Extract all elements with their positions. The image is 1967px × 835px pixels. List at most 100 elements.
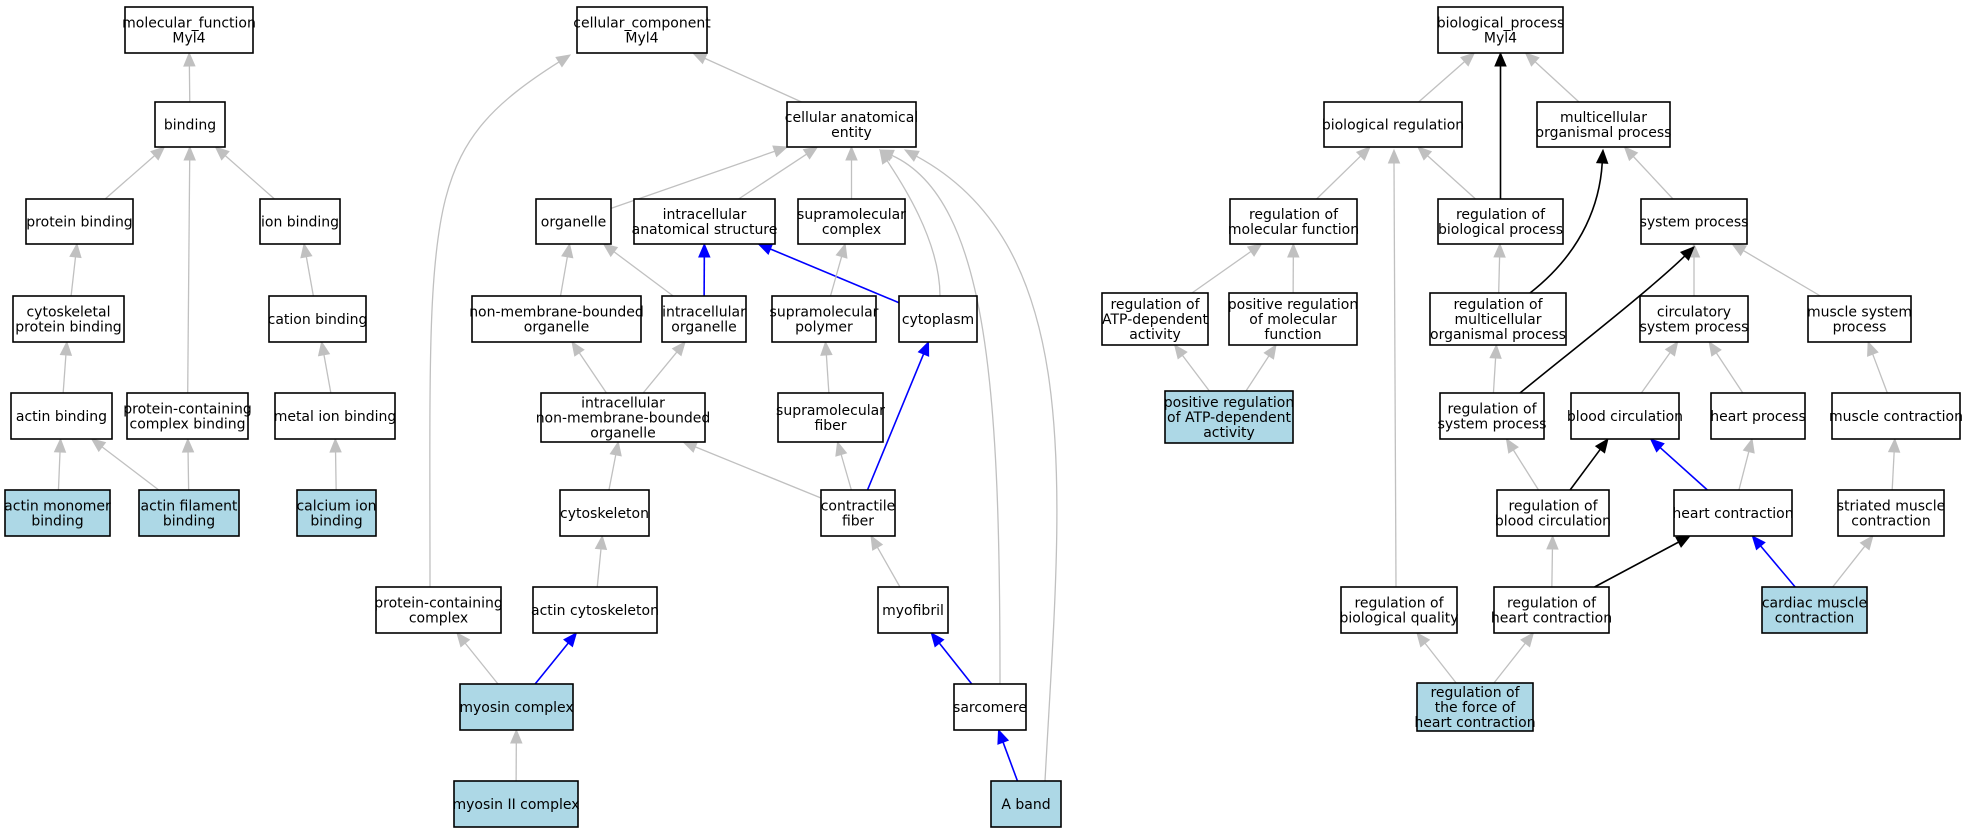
go-term-node-myosin_ii_complex[interactable]: myosin II complex bbox=[452, 780, 580, 828]
term-box[interactable] bbox=[1229, 198, 1358, 245]
term-box[interactable] bbox=[797, 198, 906, 245]
term-box[interactable] bbox=[375, 586, 502, 634]
term-box[interactable] bbox=[1807, 295, 1912, 343]
term-box[interactable] bbox=[1437, 6, 1564, 54]
go-term-node-system_process[interactable]: system process bbox=[1640, 198, 1749, 245]
term-box[interactable] bbox=[1639, 295, 1749, 343]
go-term-node-blood_circulation[interactable]: blood circulation bbox=[1567, 392, 1683, 440]
go-term-node-heart_process[interactable]: heart process bbox=[1710, 392, 1806, 440]
term-box[interactable] bbox=[777, 392, 884, 443]
go-term-node-sarcomere[interactable]: sarcomere bbox=[953, 683, 1027, 731]
go-term-node-cation_binding[interactable]: cation binding bbox=[268, 295, 368, 343]
term-box[interactable] bbox=[532, 586, 658, 634]
term-box[interactable] bbox=[259, 198, 341, 245]
term-box[interactable] bbox=[1101, 292, 1209, 346]
term-box[interactable] bbox=[274, 392, 396, 440]
term-box[interactable] bbox=[154, 101, 226, 148]
annotated-term-box[interactable] bbox=[453, 780, 579, 828]
term-box[interactable] bbox=[1831, 392, 1961, 440]
go-term-node-intracellular_nmbo[interactable]: intracellularnon-membrane-boundedorganel… bbox=[536, 392, 711, 443]
go-term-node-metal_ion_binding[interactable]: metal ion binding bbox=[274, 392, 397, 440]
annotated-term-box[interactable] bbox=[1416, 682, 1534, 732]
term-box[interactable] bbox=[540, 392, 706, 443]
annotated-term-box[interactable] bbox=[990, 780, 1062, 828]
term-box[interactable] bbox=[1496, 489, 1610, 537]
term-box[interactable] bbox=[786, 101, 917, 148]
term-box[interactable] bbox=[898, 295, 978, 343]
term-box[interactable] bbox=[953, 683, 1027, 731]
annotated-term-box[interactable] bbox=[138, 489, 240, 537]
annotated-term-box[interactable] bbox=[1164, 390, 1294, 444]
term-box[interactable] bbox=[126, 392, 249, 440]
term-box[interactable] bbox=[1437, 198, 1564, 245]
go-term-node-biological_regulation[interactable]: biological regulation bbox=[1322, 101, 1464, 148]
term-box[interactable] bbox=[1439, 392, 1545, 440]
go-term-node-heart_contraction[interactable]: heart contraction bbox=[1672, 489, 1794, 537]
term-box[interactable] bbox=[559, 489, 650, 537]
term-box[interactable] bbox=[1429, 292, 1567, 346]
go-term-node-actin_binding[interactable]: actin binding bbox=[10, 392, 113, 440]
term-box[interactable] bbox=[1673, 489, 1793, 537]
term-box[interactable] bbox=[1340, 586, 1458, 634]
go-term-node-binding[interactable]: binding bbox=[154, 101, 226, 148]
term-box[interactable] bbox=[1710, 392, 1806, 440]
term-box[interactable] bbox=[535, 198, 612, 245]
go-term-node-protein_binding[interactable]: protein binding bbox=[25, 198, 134, 245]
annotated-term-box[interactable] bbox=[459, 683, 574, 731]
go-term-node-organelle[interactable]: organelle bbox=[535, 198, 612, 245]
term-box[interactable] bbox=[877, 586, 949, 634]
term-box[interactable] bbox=[1570, 392, 1680, 440]
term-box[interactable] bbox=[1228, 292, 1358, 346]
go-term-node-muscle_contraction[interactable]: muscle contraction bbox=[1829, 392, 1963, 440]
term-box[interactable] bbox=[661, 295, 747, 343]
term-box[interactable] bbox=[268, 295, 367, 343]
term-box[interactable] bbox=[1640, 198, 1748, 245]
annotated-term-box[interactable] bbox=[296, 489, 377, 537]
term-box[interactable] bbox=[471, 295, 642, 343]
go-term-node-myosin_complex[interactable]: myosin complex bbox=[459, 683, 574, 731]
term-box[interactable] bbox=[576, 6, 708, 54]
term-box[interactable] bbox=[1837, 489, 1945, 537]
term-box[interactable] bbox=[633, 198, 776, 245]
go-term-node-ion_binding[interactable]: ion binding bbox=[259, 198, 341, 245]
term-box[interactable] bbox=[1323, 101, 1463, 148]
go-term-node-actin_cytoskeleton[interactable]: actin cytoskeleton bbox=[531, 586, 659, 634]
term-box[interactable] bbox=[771, 295, 877, 343]
go-term-node-cytoskeleton[interactable]: cytoskeleton bbox=[559, 489, 650, 537]
term-box[interactable] bbox=[820, 489, 896, 537]
term-box[interactable] bbox=[124, 6, 254, 54]
term-box[interactable] bbox=[1536, 101, 1671, 148]
go-term-node-a_band[interactable]: A band bbox=[990, 780, 1062, 828]
go-term-node-myofibril[interactable]: myofibril bbox=[877, 586, 949, 634]
go-term-node-cytoplasm[interactable]: cytoplasm bbox=[898, 295, 978, 343]
term-box[interactable] bbox=[12, 295, 125, 343]
